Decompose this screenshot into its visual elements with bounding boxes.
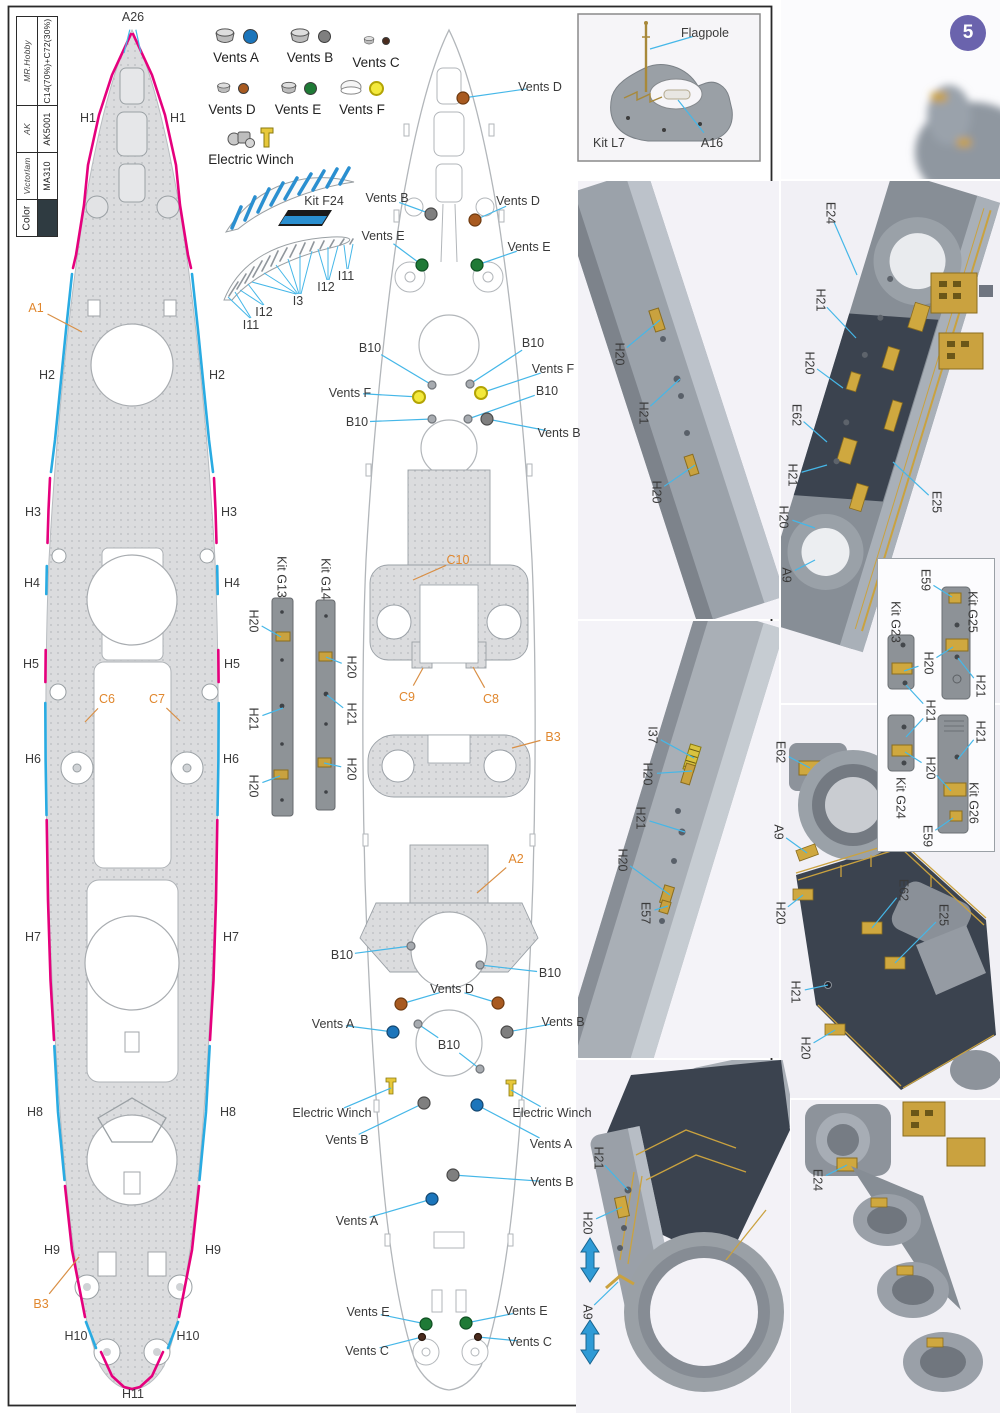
electric-winch-part-icon <box>385 1077 517 1097</box>
legend-vents-c: Vents C <box>340 29 412 70</box>
kit-g14-strip <box>315 599 336 811</box>
kit-g23-part <box>887 634 915 690</box>
kit-g24-part <box>887 714 915 772</box>
middle-ship-deck-plan <box>359 28 539 1391</box>
brand-name: MR.Hobby <box>21 40 32 82</box>
vents-d-color-dot <box>237 82 249 94</box>
legend-label: Vents A <box>213 50 259 65</box>
kit-g26-part <box>937 714 969 834</box>
left-ship-deck-plan <box>43 28 220 1391</box>
vent-part-icon <box>216 82 230 93</box>
vent-part-icon <box>290 28 310 43</box>
table-row: Victorlam MA310 <box>17 152 57 199</box>
vents-c-color-dot <box>381 37 390 45</box>
vent-dome-part-icon <box>340 80 362 95</box>
legend-label: Vents B <box>286 50 334 65</box>
brand-name: Victorlam <box>21 157 32 195</box>
a16-part <box>663 89 691 100</box>
photo-assembly-bottom-right <box>791 1100 1000 1413</box>
color-swatch <box>36 200 57 236</box>
legend-label: Vents D <box>208 102 256 117</box>
vent-part-icon <box>215 28 235 43</box>
paint-code: C14(70%)+C72(30%) <box>42 18 53 104</box>
vent-part-icon <box>280 81 296 94</box>
kit-g-parts-inset <box>877 558 995 852</box>
vents-a-color-dot <box>243 28 258 44</box>
legend-label: Electric Winch <box>208 152 294 167</box>
legend-vents-b: Vents B <box>272 24 348 65</box>
vents-f-color-dot <box>369 80 384 96</box>
table-row: Color <box>17 199 57 236</box>
brand-name: AK <box>21 123 32 135</box>
page-number-badge: 5 <box>950 15 986 51</box>
double-arrow-icon <box>580 1237 600 1365</box>
kit-g13-strip <box>271 597 294 817</box>
legend-label: Vents E <box>274 102 322 117</box>
vents-e-color-dot <box>303 81 317 95</box>
electric-winch-icon <box>227 127 274 148</box>
paint-code: MA310 <box>42 161 53 191</box>
ribs-fan-diagram <box>223 236 354 319</box>
flagpole-inset <box>577 13 761 162</box>
legend-vents-f: Vents F <box>326 76 398 117</box>
legend-electric-winch: Electric Winch <box>196 126 306 167</box>
legend-label: Vents F <box>339 102 385 117</box>
kit-f24-logo-icon <box>278 210 332 226</box>
legend-vents-e: Vents E <box>262 76 334 117</box>
paint-color-table: MR.Hobby C14(70%)+C72(30%) AK AK5001 Vic… <box>16 16 58 237</box>
photo-hull-part-top-left <box>578 181 779 619</box>
color-header: Color <box>21 205 33 231</box>
page-number: 5 <box>962 22 974 43</box>
legend-vents-a: Vents A <box>198 24 274 65</box>
paint-code: AK5001 <box>42 112 53 146</box>
legend-vents-d: Vents D <box>196 76 268 117</box>
vents-b-color-dot <box>318 29 331 43</box>
legend-label: Vents C <box>352 55 400 70</box>
vent-part-icon <box>363 36 374 45</box>
photo-assembly-bottom-left <box>576 1060 790 1413</box>
table-row: AK AK5001 <box>17 105 57 152</box>
kit-f24-fan <box>224 166 355 233</box>
table-row: MR.Hobby C14(70%)+C72(30%) <box>17 17 57 105</box>
photo-hull-part-middle-left <box>578 621 779 1058</box>
kit-g25-part <box>941 586 971 700</box>
